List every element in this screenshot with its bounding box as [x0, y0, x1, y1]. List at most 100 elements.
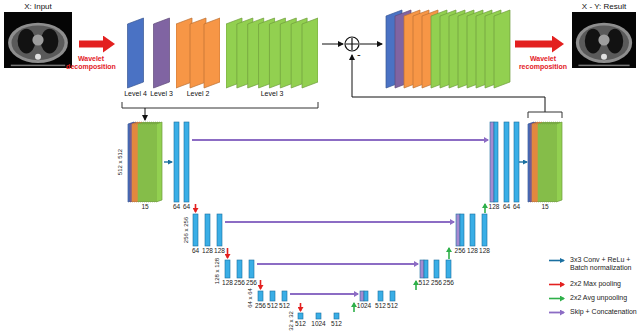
max-pool-arrow [195, 204, 197, 212]
level-label: Level 4 [124, 90, 147, 98]
feature-stack [122, 16, 149, 90]
level-sheets [176, 18, 220, 88]
feature-sheet [190, 18, 206, 88]
label-holder: 128 [489, 203, 500, 210]
scan-tissue [579, 25, 629, 60]
label-holder: - [357, 48, 361, 61]
legend-text: 2x2 Avg unpooling [570, 294, 638, 302]
feature-sheet [556, 122, 562, 202]
feature-map-bar [460, 214, 464, 246]
scan-spine [35, 53, 41, 59]
label-holder: 256 [443, 279, 454, 286]
label-holder: 256 [246, 279, 257, 286]
max-pool-arrow [300, 303, 302, 311]
output-channel-stack [528, 122, 562, 202]
feature-stack [148, 16, 175, 90]
bracket [122, 102, 318, 108]
feature-map-bar [237, 260, 242, 278]
level-label: Level 3 [261, 90, 284, 98]
scan-heart [32, 34, 43, 45]
label-holder: 256 x 256 [183, 217, 190, 243]
label-holder: 512 [267, 302, 278, 309]
label-holder: 512 [387, 302, 398, 309]
label-holder: 15 [141, 203, 148, 210]
scan-tissue [11, 25, 64, 60]
legend-arrow [549, 260, 564, 262]
label-holder: 128 [202, 247, 213, 254]
feature-sheet [156, 122, 162, 202]
feature-map-bar [360, 291, 364, 301]
max-pool-arrow [260, 280, 262, 289]
label-holder: 256 [255, 302, 266, 309]
label-holder: 64 [192, 247, 199, 254]
channel-count: 128 [222, 279, 233, 286]
channel-count: 128 [467, 247, 478, 254]
channel-count: 1024 [357, 302, 371, 309]
conv-arrow [519, 161, 527, 162]
channel-count: 256 [246, 279, 257, 286]
ct-scan [4, 12, 72, 68]
feature-sheet [154, 18, 170, 88]
channel-count: 64 [513, 203, 520, 210]
label-holder: 128 [467, 247, 478, 254]
label-holder: 256 [431, 279, 442, 286]
channel-count: 128 [479, 247, 490, 254]
feature-map-bar [424, 260, 428, 278]
skip-connection [225, 221, 454, 223]
decomposition-arrow [79, 41, 103, 48]
output-wavelet-stack [386, 10, 510, 88]
label-holder: 64 [183, 203, 190, 210]
feature-map-bar [446, 260, 451, 278]
scan-table [578, 64, 629, 66]
legend-text: 3x3 Conv + ReLu + Batch normalization [570, 256, 638, 272]
label-holder: 512 [331, 320, 342, 327]
resolution-label: 512 x 512 [117, 149, 124, 175]
legend-entry: 2x2 Avg unpooling [570, 294, 638, 302]
resolution-label: 128 x 128 [214, 258, 221, 284]
label-holder: 512 [375, 302, 386, 309]
feature-map-bar [225, 260, 230, 278]
channel-count: 128 [489, 203, 500, 210]
sum-plus [346, 38, 358, 50]
scan-body [576, 22, 632, 62]
feature-map-bar [184, 122, 189, 202]
scan-background [572, 12, 636, 68]
feature-map-bar [249, 260, 254, 278]
feature-map-bar [482, 214, 487, 246]
unpool-arrow [448, 248, 450, 259]
feature-map-bar [378, 291, 383, 301]
feature-map-bar [334, 313, 339, 319]
legend-entry: Skip + Concatenation [570, 308, 638, 316]
legend-text: Skip + Concatenation [570, 308, 638, 316]
unpool-arrow [415, 281, 417, 290]
feature-map-bar [193, 214, 198, 246]
feature-sheet [176, 18, 192, 88]
feature-map-bar [390, 291, 395, 301]
resolution-label: 32 x 32 [288, 311, 295, 331]
unpool-arrow [484, 204, 486, 213]
resolution-label: 64 x 64 [247, 288, 254, 308]
channel-count: 64 [173, 203, 180, 210]
channel-count: 256 [234, 279, 245, 286]
image-title: X: Input [24, 2, 52, 12]
recomposition-label: Wavelet recomposition [518, 55, 568, 71]
feature-stack [176, 16, 220, 90]
sum-symbol [345, 37, 359, 51]
skip-connection [290, 293, 358, 295]
label-holder: 256 [234, 279, 245, 286]
feature-map-bar [205, 214, 210, 246]
channel-count: 128 [202, 247, 213, 254]
label-holder: 1024 [357, 302, 371, 309]
edge-label: Wavelet decomposition [65, 55, 117, 71]
level-block: Level 4 [122, 16, 149, 98]
feature-map-bar [282, 291, 287, 301]
residual-line [352, 55, 545, 112]
feature-map-bar [298, 313, 303, 319]
legend-text: 2x2 Max pooling [570, 280, 638, 288]
sum-input-arrow [322, 44, 343, 45]
feature-stack [226, 16, 318, 90]
feature-map-bar [217, 214, 222, 246]
channel-count: 512 [279, 302, 290, 309]
